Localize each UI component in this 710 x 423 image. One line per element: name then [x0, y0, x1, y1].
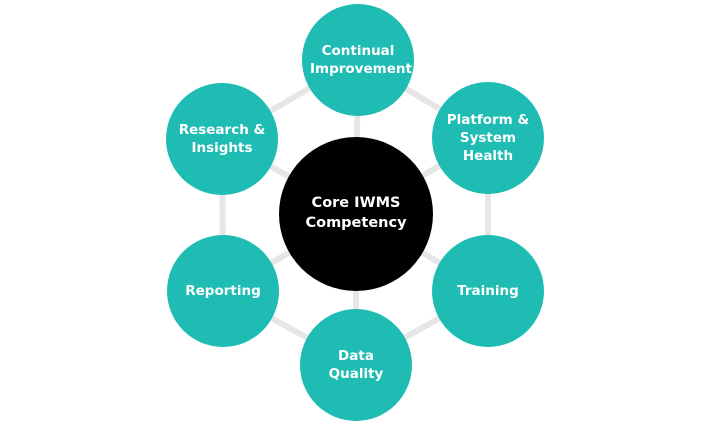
node-label: Platform & System Health	[446, 111, 530, 165]
node-label: Training	[457, 282, 519, 299]
core-label: Core IWMS Competency	[305, 195, 407, 231]
node-data-quality: Data Quality	[300, 309, 412, 421]
node-training: Training	[432, 235, 544, 347]
node-platform-system-health: Platform & System Health	[432, 82, 544, 194]
node-research-insights: Research & Insights	[166, 83, 278, 195]
node-label: Data Quality	[328, 347, 384, 382]
node-continual-improvement: Continual Improvement	[302, 4, 414, 116]
node-label: Continual Improvement	[310, 42, 412, 77]
core-hub: Core IWMS Competency	[279, 137, 433, 291]
node-reporting: Reporting	[167, 235, 279, 347]
node-label: Research & Insights	[178, 121, 266, 156]
node-label: Reporting	[185, 282, 261, 299]
